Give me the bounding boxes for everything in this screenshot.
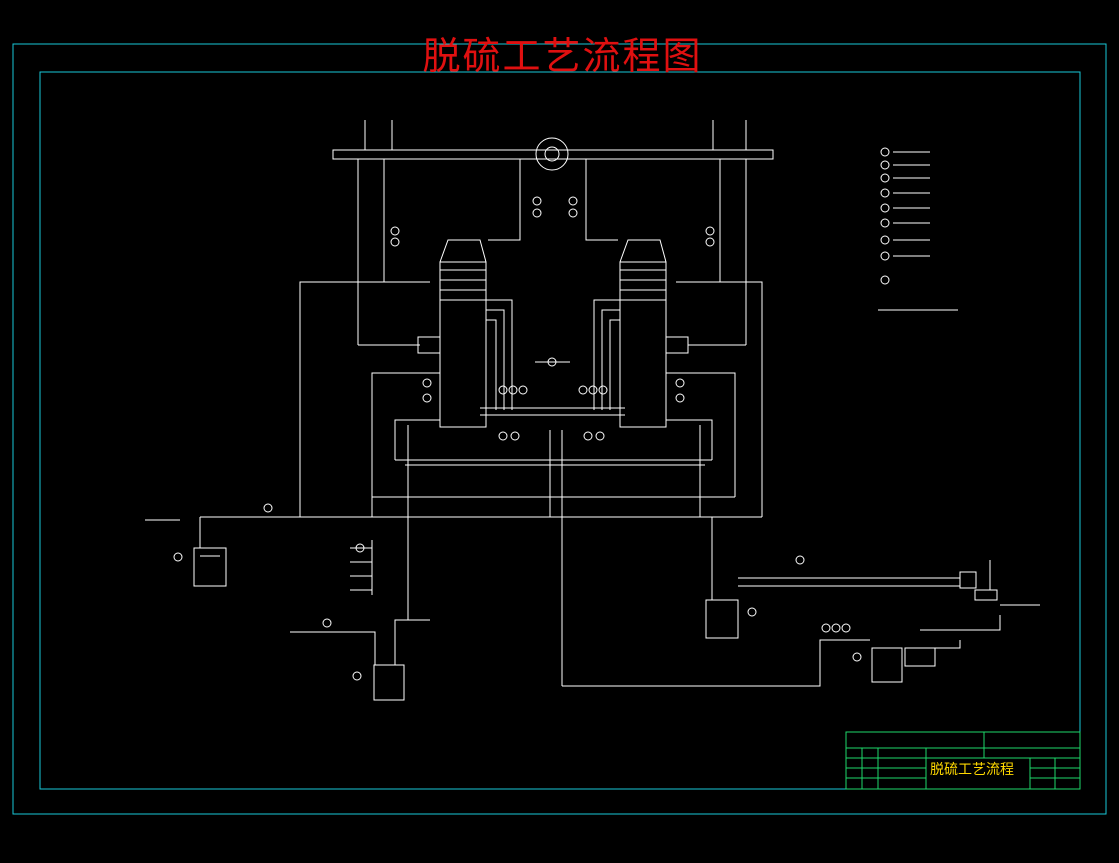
title-block	[845, 731, 1081, 790]
inner-frame	[39, 71, 1081, 790]
title-block-drawing-name: 脱硫工艺流程	[930, 762, 1014, 778]
bottom-right-tank	[871, 647, 903, 683]
main-flue-duct	[332, 149, 774, 160]
process-lines	[145, 120, 1040, 701]
left-feed-tank	[193, 547, 227, 587]
booster-fan-inner	[544, 146, 560, 162]
instrument-bubbles	[173, 147, 890, 681]
right-absorber	[619, 261, 667, 428]
right-middle-tank	[705, 599, 739, 639]
left-absorber	[439, 261, 487, 428]
diagram-title: 脱硫工艺流程图	[422, 34, 703, 78]
outer-frame	[12, 43, 1107, 815]
legend	[878, 151, 958, 311]
bottom-left-tank	[373, 664, 405, 701]
booster-fan	[535, 137, 569, 171]
bottom-right-pit	[904, 647, 936, 667]
